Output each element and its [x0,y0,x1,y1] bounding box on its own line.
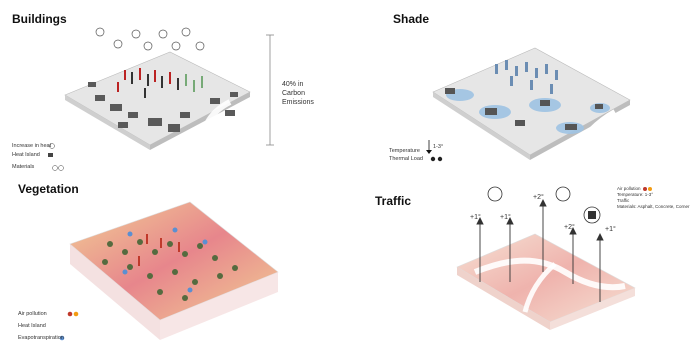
traffic-arrow-label-3: +2° [533,194,544,201]
vegetation-panel: Vegetation [0,172,345,345]
vegetation-map [59,201,279,341]
buildings-legend-heat-island: Heat Island [12,152,40,158]
vegetation-legend-air: Air pollution [18,311,47,317]
carbon-emissions-label: 40% in Carbon Emissions [282,81,314,106]
traffic-legend-air: Air pollution [617,186,641,191]
traffic-arrow-label-4: +2° [564,224,575,231]
buildings-panel: Buildings [0,0,345,172]
shade-map [426,47,631,162]
buildings-map [48,27,274,171]
shade-legend-temperature: Temperature [389,148,420,154]
buildings-legend-materials: Materials [12,164,35,170]
shade-arrow-value: 1-3° [433,144,444,150]
shade-title: Shade [393,12,430,26]
traffic-legend-temperature: Temperature: 1-3° [617,192,654,197]
traffic-legend-materials: Materials: Asphalt, Concrete, Corner [617,204,690,209]
traffic-arrow-label-2: +1° [500,214,511,221]
vegetation-title: Vegetation [18,182,79,196]
buildings-legend-heat: Increase in heat [12,143,52,149]
buildings-title: Buildings [12,12,67,26]
traffic-legend-traffic: Traffic [617,198,630,203]
shade-panel: Shade [345,0,691,172]
traffic-panel: Traffic [345,172,691,345]
traffic-arrow-label-5: +1° [605,226,616,233]
vegetation-legend-heat-island: Heat Island [18,323,46,329]
traffic-title: Traffic [375,194,412,208]
shade-legend-thermal: Thermal Load [389,156,423,162]
vegetation-legend-evapo: Evapotranspiration [18,335,64,341]
traffic-map [456,186,652,330]
traffic-arrow-label-1: +1° [470,214,481,221]
